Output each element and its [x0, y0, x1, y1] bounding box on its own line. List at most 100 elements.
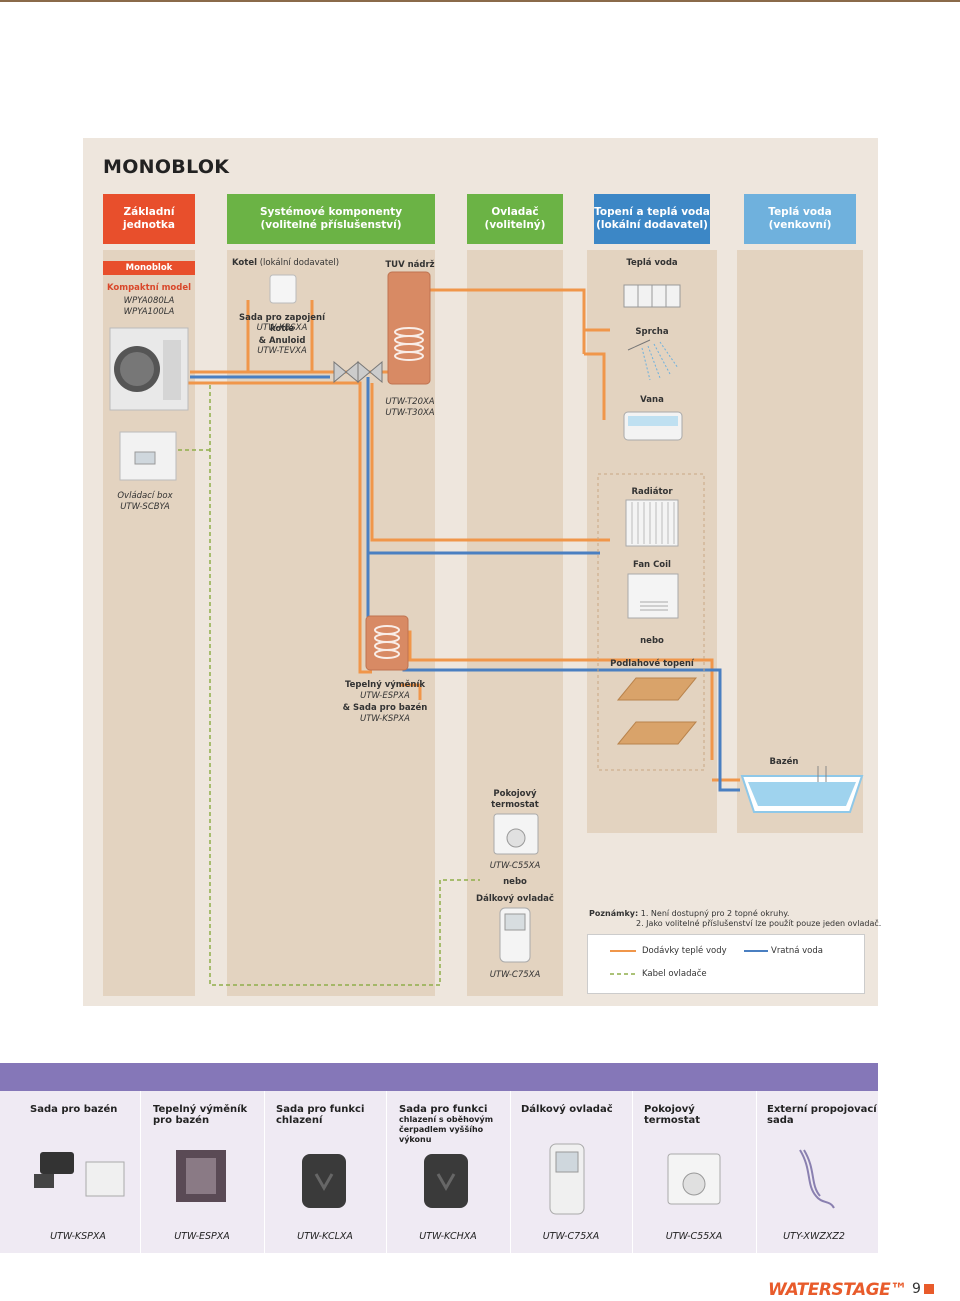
waterstage-logo: WATERSTAGE™	[768, 1280, 907, 1300]
accessory-subtitle: chlazení s oběhovým čerpadlem vyššího vý…	[399, 1115, 494, 1144]
radiator-icon	[625, 499, 679, 547]
controller-cables	[178, 385, 480, 986]
boiler-icon	[269, 274, 297, 304]
bath-label: Vana	[640, 395, 664, 405]
shower-icon	[627, 339, 679, 381]
legend-cable-label: Kabel ovladače	[642, 969, 707, 979]
supply-pipe-pool-a	[400, 683, 422, 700]
legend-lines	[610, 950, 768, 975]
control-box-code: UTW-SCBYA	[120, 502, 170, 512]
tank-code-1: UTW-T20XA	[385, 397, 435, 407]
header-label: Topení a teplá voda (lokální dodavatel)	[594, 206, 710, 231]
heat-exchanger-icon	[176, 1150, 226, 1202]
heat-exchanger-icon	[365, 615, 409, 671]
thermostat-label: Pokojový termostat	[491, 789, 539, 810]
pool-kit-icon	[34, 1152, 125, 1197]
supply-pipe-exchanger	[178, 381, 372, 674]
column-controller	[467, 250, 563, 996]
separator	[140, 1091, 141, 1253]
notes-label: Poznámky:	[589, 909, 639, 918]
accessory-title: Pokojový termostat	[644, 1104, 701, 1126]
compact-model-label: Kompaktní model	[106, 283, 192, 293]
separator	[264, 1091, 265, 1253]
header-system-components: Systémové komponenty (volitelné přísluše…	[227, 194, 435, 244]
controller-cable-main	[209, 385, 480, 986]
exchanger-label: Tepelný výměník	[344, 680, 426, 690]
fan-coil-label: Fan Coil	[633, 560, 671, 570]
supply-pipe-bath	[584, 352, 606, 420]
cable-icon	[799, 1149, 835, 1209]
controller-or-label: nebo	[503, 877, 527, 887]
control-box-label: Ovládací box	[117, 491, 173, 501]
boiler-supplier: (lokální dodavatel)	[259, 258, 340, 268]
accessories-header-bar	[0, 1063, 878, 1091]
heat-pump-unit-icon	[109, 327, 189, 411]
remote-controller-icon	[549, 1143, 585, 1215]
cooling-kit-icon	[302, 1154, 346, 1208]
pool-kit-code: UTW-KSPXA	[360, 714, 410, 724]
thermostat-icon	[493, 813, 539, 855]
accessory-title: Tepelný výměník pro bazén	[153, 1104, 248, 1126]
header-base-unit: Základní jednotka	[103, 194, 195, 244]
remote-icon	[499, 907, 531, 963]
heating-emitters-box	[597, 473, 705, 771]
boiler-name: Kotel	[232, 258, 258, 268]
supply-pipe-heating	[370, 383, 610, 542]
emitters-or-label: nebo	[640, 636, 664, 646]
separator	[632, 1091, 633, 1253]
hot-water-label: Teplá voda	[626, 258, 678, 268]
accessory-code: UTW-ESPXA	[174, 1231, 230, 1242]
cooling-pump-kit-icon	[424, 1154, 468, 1208]
top-rule	[0, 0, 960, 2]
boiler-kit-label: Sada pro zapojení kotle	[239, 313, 325, 334]
tank-code-2: UTW-T30XA	[385, 408, 435, 418]
monoblok-badge: Monoblok	[103, 261, 195, 275]
dhw-tank-icon	[387, 271, 431, 385]
accessory-code: UTY-XWZXZ2	[783, 1231, 845, 1242]
pool-kit-label: & Sada pro bazén	[342, 703, 428, 713]
room-thermostat-icon	[667, 1153, 721, 1205]
header-heating: Topení a teplá voda (lokální dodavatel)	[594, 194, 710, 244]
pool-icon	[740, 766, 864, 813]
radiator-label: Radiátor	[631, 487, 673, 497]
fan-coil-icon	[627, 573, 679, 619]
accessory-title: Sada pro bazén	[30, 1104, 118, 1115]
bath-icon	[623, 411, 683, 441]
return-pipe-pool	[402, 650, 740, 792]
floor-heating-label: Podlahové topení	[610, 659, 694, 669]
tank-label: TUV nádrž	[385, 260, 435, 270]
header-label: Základní jednotka	[122, 206, 175, 231]
column-outdoor	[737, 250, 863, 833]
accessory-title: Externí propojovací sada	[767, 1104, 877, 1126]
model-code-2: WPYA100LA	[123, 307, 175, 317]
control-box-icon	[119, 431, 177, 481]
model-code-1: WPYA080LA	[123, 296, 175, 306]
accessory-code: UTW-KCLXA	[297, 1231, 353, 1242]
anuloid-code: UTW-TEVXA	[257, 346, 307, 356]
remote-code: UTW-C75XA	[489, 970, 541, 980]
header-label: Systémové komponenty (volitelné přísluše…	[259, 206, 403, 231]
accessory-code: UTW-C75XA	[542, 1231, 600, 1242]
boiler-label: Kotel (lokální dodavatel)	[232, 258, 339, 269]
accessory-code: UTW-KCHXA	[419, 1231, 477, 1242]
exchanger-code: UTW-ESPXA	[360, 691, 410, 701]
legend-return-label: Vratná voda	[771, 946, 823, 956]
accessory-title: Sada pro funkci	[399, 1104, 488, 1115]
legend-supply-label: Dodávky teplé vody	[642, 946, 727, 956]
header-label: Teplá voda (venkovní)	[768, 206, 832, 231]
separator	[386, 1091, 387, 1253]
note-2: 2. Jako volitelné příslušenství lze použ…	[636, 919, 882, 928]
valve-icons	[333, 360, 383, 384]
header-label: Ovladač (volitelný)	[484, 206, 546, 231]
accessory-code: UTW-KSPXA	[50, 1231, 106, 1242]
shower-label: Sprcha	[635, 327, 669, 337]
thermostat-code: UTW-C55XA	[489, 861, 541, 871]
anuloid-label: & Anuloid	[258, 336, 306, 346]
separator	[510, 1091, 511, 1253]
page-title: MONOBLOK	[103, 156, 230, 178]
page-marker	[924, 1284, 934, 1294]
accessory-images	[34, 1143, 835, 1215]
header-controller: Ovladač (volitelný)	[467, 194, 563, 244]
accessory-title: Sada pro funkci chlazení	[276, 1104, 365, 1126]
